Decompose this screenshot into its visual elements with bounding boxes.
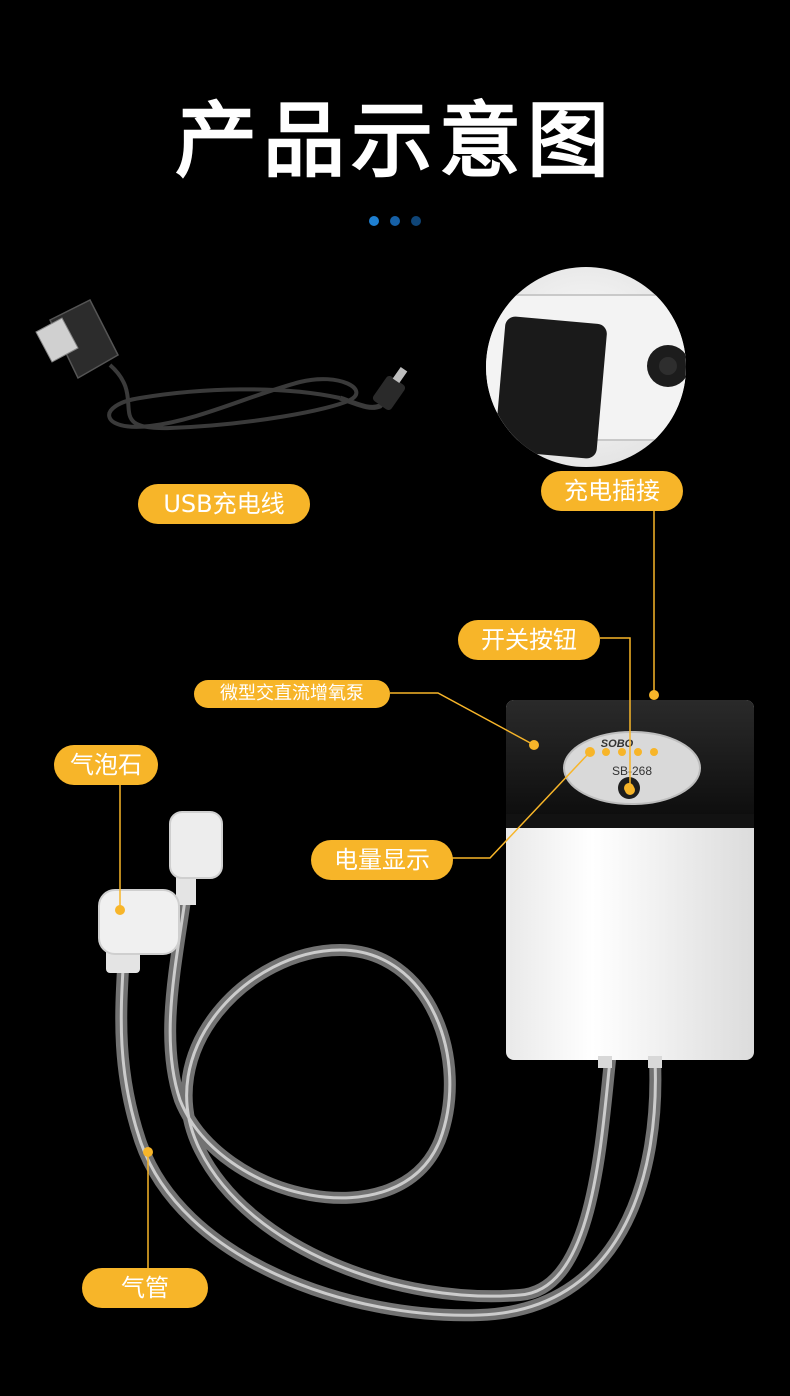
label-power-button: 开关按钮 — [458, 620, 600, 660]
label-battery-display: 电量显示 — [311, 840, 453, 880]
label-micro-pump: 微型交直流增氧泵 — [194, 680, 390, 708]
label-usb-cable: USB充电线 — [138, 484, 310, 524]
callout-points — [115, 690, 659, 1157]
air-stone-image — [98, 811, 223, 973]
page-title: 产品示意图 — [174, 94, 615, 189]
air-tube-image — [115, 894, 662, 1322]
label-air-stone: 气泡石 — [54, 745, 158, 785]
pump-brand-text: SOBO — [601, 738, 634, 750]
callout-lines — [119, 508, 655, 1268]
charging-port-zoom — [486, 267, 686, 467]
pump-model-text: SB-268 — [612, 764, 652, 778]
indicator-dot-1 — [369, 216, 379, 226]
label-air-tube: 气管 — [82, 1268, 208, 1308]
indicator-dot-2 — [390, 216, 400, 226]
usb-cable-image — [35, 298, 408, 431]
air-pump-image: SOBO SB-268 — [506, 700, 754, 1068]
label-charging-port: 充电插接 — [541, 471, 683, 511]
indicator-dot-3 — [411, 216, 421, 226]
